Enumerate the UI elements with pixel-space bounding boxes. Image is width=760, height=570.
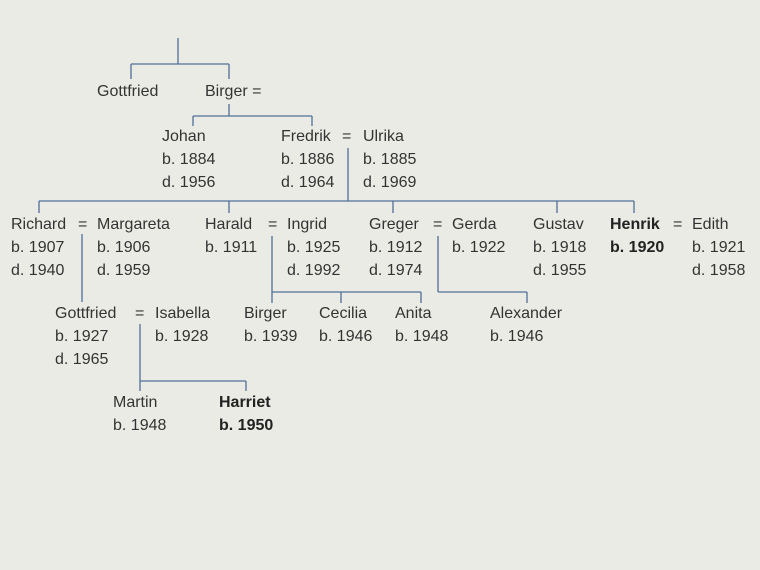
person-born: b. 1912 — [369, 239, 423, 256]
person-born: b. 1950 — [219, 417, 274, 434]
person-name: Anita — [395, 305, 432, 322]
person-name: Gerda — [452, 216, 497, 233]
person-ulrika: Ulrika b. 1885 d. 1969 — [363, 125, 416, 194]
marriage-sign: = — [78, 216, 88, 233]
person-birger-elder: Birger = — [205, 80, 261, 103]
person-name: Ingrid — [287, 216, 328, 233]
person-johan: Johan b. 1884 d. 1956 — [162, 125, 215, 194]
person-name: Birger = — [205, 83, 262, 100]
marriage-sign: = — [433, 216, 443, 233]
person-name: Harald — [205, 216, 253, 233]
person-isabella: Isabella b. 1928 — [155, 302, 210, 348]
person-name: Cecilia — [319, 305, 368, 322]
person-born: b. 1927 — [55, 328, 109, 345]
person-name: Fredrik — [281, 128, 331, 145]
person-born: b. 1885 — [363, 151, 417, 168]
person-birger-younger: Birger b. 1939 — [244, 302, 297, 348]
person-harriet: Harriet b. 1950 — [219, 391, 273, 437]
person-alexander: Alexander b. 1946 — [490, 302, 562, 348]
person-born: b. 1948 — [113, 417, 167, 434]
person-ingrid: Ingrid b. 1925 d. 1992 — [287, 213, 340, 282]
person-gottfried-elder: Gottfried — [97, 80, 158, 103]
person-born: b. 1925 — [287, 239, 341, 256]
person-name: Henrik — [610, 216, 660, 233]
person-gustav: Gustav b. 1918 d. 1955 — [533, 213, 586, 282]
person-name: Alexander — [490, 305, 563, 322]
person-name: Birger — [244, 305, 287, 322]
marriage-sign: = — [342, 128, 352, 145]
person-name: Gottfried — [97, 83, 159, 100]
person-name: Johan — [162, 128, 206, 145]
person-died: d. 1940 — [11, 262, 65, 279]
person-born: b. 1920 — [610, 239, 665, 256]
person-born: b. 1946 — [319, 328, 373, 345]
person-cecilia: Cecilia b. 1946 — [319, 302, 372, 348]
person-gottfried-younger: Gottfried b. 1927 d. 1965 — [55, 302, 116, 371]
person-born: b. 1918 — [533, 239, 587, 256]
person-gerda: Gerda b. 1922 — [452, 213, 505, 259]
person-born: b. 1907 — [11, 239, 65, 256]
person-born: b. 1911 — [205, 239, 258, 256]
person-name: Isabella — [155, 305, 211, 322]
person-anita: Anita b. 1948 — [395, 302, 448, 348]
person-died: d. 1965 — [55, 351, 109, 368]
person-died: d. 1955 — [533, 262, 587, 279]
person-born: b. 1884 — [162, 151, 216, 168]
person-name: Edith — [692, 216, 729, 233]
person-name: Gottfried — [55, 305, 117, 322]
person-born: b. 1921 — [692, 239, 746, 256]
person-name: Margareta — [97, 216, 170, 233]
person-born: b. 1946 — [490, 328, 544, 345]
person-fredrik: Fredrik b. 1886 d. 1964 — [281, 125, 334, 194]
person-martin: Martin b. 1948 — [113, 391, 166, 437]
person-name: Harriet — [219, 394, 271, 411]
person-henrik: Henrik b. 1920 — [610, 213, 664, 259]
marriage-sign: = — [135, 305, 145, 322]
person-name: Ulrika — [363, 128, 404, 145]
person-died: d. 1969 — [363, 174, 417, 191]
person-name: Greger — [369, 216, 419, 233]
person-born: b. 1939 — [244, 328, 298, 345]
person-name: Martin — [113, 394, 158, 411]
person-died: d. 1958 — [692, 262, 746, 279]
person-died: d. 1959 — [97, 262, 151, 279]
person-greger: Greger b. 1912 d. 1974 — [369, 213, 422, 282]
person-born: b. 1906 — [97, 239, 151, 256]
marriage-sign: = — [673, 216, 683, 233]
person-born: b. 1948 — [395, 328, 449, 345]
person-died: d. 1956 — [162, 174, 216, 191]
person-born: b. 1928 — [155, 328, 209, 345]
person-richard: Richard b. 1907 d. 1940 — [11, 213, 66, 282]
person-harald: Harald b. 1911 — [205, 213, 257, 259]
person-died: d. 1992 — [287, 262, 341, 279]
person-edith: Edith b. 1921 d. 1958 — [692, 213, 745, 282]
marriage-sign: = — [268, 216, 278, 233]
person-died: d. 1974 — [369, 262, 423, 279]
person-name: Richard — [11, 216, 67, 233]
person-born: b. 1886 — [281, 151, 335, 168]
person-born: b. 1922 — [452, 239, 506, 256]
person-died: d. 1964 — [281, 174, 335, 191]
person-margareta: Margareta b. 1906 d. 1959 — [97, 213, 170, 282]
person-name: Gustav — [533, 216, 584, 233]
